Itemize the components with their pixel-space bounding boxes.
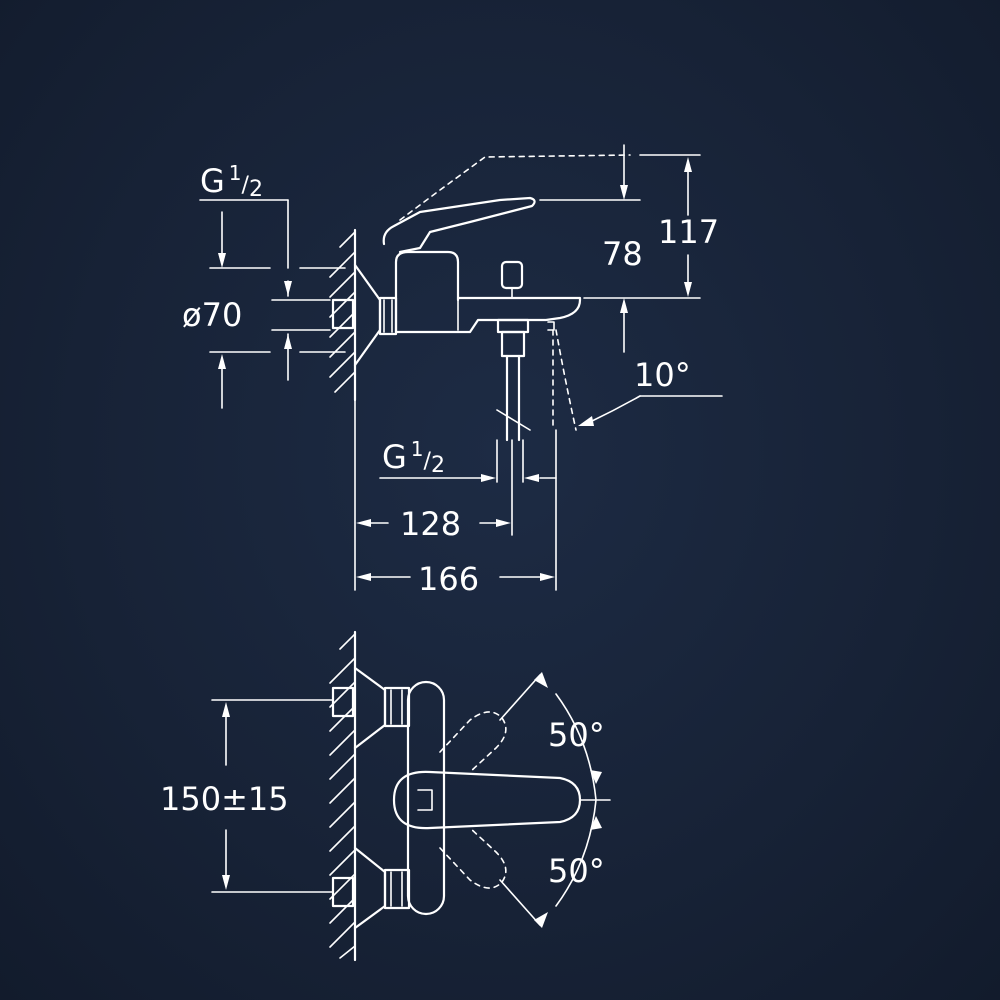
diverter-knob bbox=[500, 260, 524, 290]
rosette-top bbox=[353, 666, 387, 750]
rosette-flange bbox=[353, 263, 382, 367]
wall-hatch-bottom bbox=[329, 630, 357, 962]
spout bbox=[394, 296, 582, 334]
lever-handle bbox=[382, 196, 536, 254]
label-width-166: 166 bbox=[418, 560, 479, 598]
lever-handle-front bbox=[392, 770, 582, 830]
aerator bbox=[547, 321, 555, 331]
front-view: 150±15 50° 50° bbox=[160, 630, 611, 962]
label-height-78: 78 bbox=[602, 235, 643, 273]
union-top bbox=[383, 686, 411, 728]
water-stream bbox=[555, 329, 577, 431]
lever-raised-outline bbox=[399, 154, 631, 221]
label-height-117: 117 bbox=[658, 213, 719, 251]
mixer-body bbox=[394, 250, 460, 302]
rosette-bottom bbox=[353, 846, 387, 930]
wall-nut bbox=[331, 298, 355, 330]
label-angle-down: 50° bbox=[548, 852, 605, 890]
handle-ghost-down bbox=[439, 827, 507, 889]
handle-indicator bbox=[417, 789, 433, 811]
eccentric-union bbox=[378, 296, 398, 336]
label-spacing: 150±15 bbox=[160, 780, 289, 818]
shower-nut bbox=[496, 318, 530, 334]
label-width-128: 128 bbox=[400, 505, 461, 543]
handle-ghost-up bbox=[439, 711, 507, 773]
wall-nut-bottom bbox=[331, 876, 355, 908]
shower-connector bbox=[500, 330, 526, 358]
label-angle-up: 50° bbox=[548, 716, 605, 754]
mixer-body-front bbox=[406, 680, 446, 916]
label-diameter: ø70 bbox=[182, 296, 242, 334]
union-bottom bbox=[383, 868, 411, 910]
wall-nut-top bbox=[331, 686, 355, 718]
label-angle-10: 10° bbox=[634, 356, 691, 394]
wall-hatch-top bbox=[329, 228, 357, 402]
